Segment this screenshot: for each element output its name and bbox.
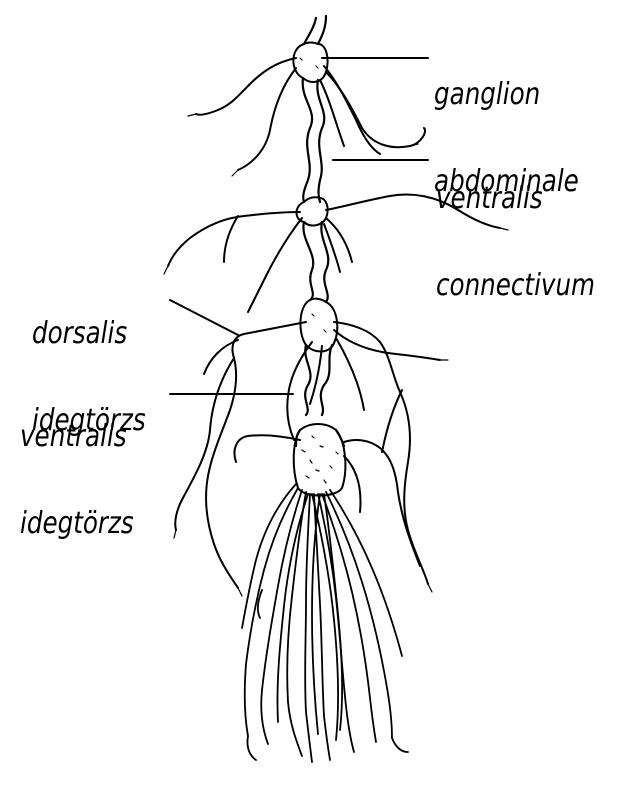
nerve-branch	[336, 338, 364, 410]
ganglia	[293, 43, 345, 496]
label-line-1: ventralis	[20, 422, 134, 451]
ganglion-3	[300, 299, 337, 352]
leader-dorsalis-idegtorzs	[170, 300, 238, 335]
dorsal-nerve-trunk-left	[206, 322, 306, 588]
nerve-branch	[235, 435, 301, 462]
label-line-2: idegtörzs	[20, 509, 134, 538]
nerve-branch	[168, 212, 300, 266]
nerve-branch	[175, 358, 234, 530]
label-ventralis-idegtorzs: ventralis idegtörzs	[20, 364, 134, 596]
label-line-1: ganglion	[434, 80, 579, 109]
label-ventralis-connectivum: ventralis connectivum	[436, 126, 595, 358]
nerve-branch	[248, 218, 302, 312]
terminal-fibres	[242, 484, 408, 762]
nerve-branch	[382, 390, 402, 452]
nerve-branch	[196, 58, 296, 115]
nerve-branch	[238, 68, 296, 170]
label-line-1: dorsalis	[32, 319, 146, 348]
label-line-1: ventralis	[436, 184, 595, 213]
nerve-branch	[224, 216, 238, 262]
nerve-branch	[344, 456, 360, 512]
ganglion-1	[293, 43, 327, 82]
ganglion-terminal	[294, 424, 346, 496]
label-line-2: connectivum	[436, 271, 595, 300]
ganglion-2	[297, 197, 328, 225]
